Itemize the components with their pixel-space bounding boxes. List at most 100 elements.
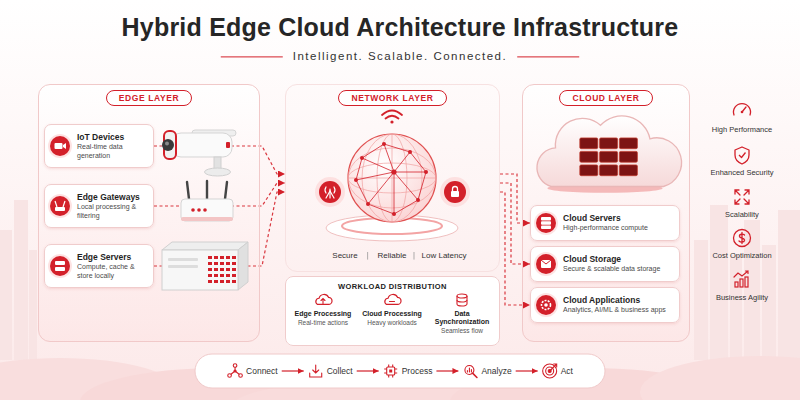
box-fill	[44, 244, 154, 288]
flow-step: Analyze	[458, 360, 515, 382]
camera-icon	[48, 134, 72, 158]
benefit-label: High Performance	[712, 125, 772, 134]
collect-icon	[310, 365, 322, 377]
cloud-illustration	[537, 116, 682, 193]
security-icon	[735, 147, 749, 164]
flow-step: Collect	[304, 360, 357, 382]
apps-icon	[534, 293, 558, 317]
card-title: Cloud Applications	[563, 295, 673, 305]
benefit-label: Cost Optimization	[712, 251, 771, 260]
cloud-component-card: Cloud ServersHigh-performance compute	[530, 205, 680, 241]
edge-layer-panel: EDGE LAYER IoT DevicesReal-time data gene…	[38, 84, 260, 342]
process-icon	[384, 365, 397, 378]
subtitle: Intelligent. Scalable. Connected.	[293, 50, 507, 64]
diagram-title: Hybrid Edge Cloud Architecture Infrastru…	[122, 12, 679, 42]
benefit-label: Enhanced Security	[711, 168, 774, 177]
card-description: Local processing & filtering	[77, 203, 147, 220]
gateway-icon	[48, 194, 72, 218]
workload-heading: WORKLOAD DISTRIBUTION	[286, 282, 499, 291]
connect-icon	[228, 364, 243, 378]
box-fill	[530, 246, 680, 282]
server-illustration	[162, 242, 248, 290]
workload-description: Seamless flow	[431, 327, 493, 334]
step-arrow	[282, 370, 304, 371]
step-label: Process	[402, 366, 433, 376]
edge-component-card: IoT DevicesReal-time data generation	[44, 124, 154, 168]
network-property: Reliable	[378, 251, 407, 261]
cloud-component-card: Cloud StorageSecure & scalable data stor…	[530, 246, 680, 282]
workload-item: Edge ProcessingReal-time actions	[290, 290, 356, 338]
cloud-layer-panel: CLOUD LAYER Cloud ServersHigh-performance…	[522, 84, 690, 342]
network-property: Low Latency	[422, 251, 467, 261]
card-description: Secure & scalable data storage	[563, 265, 673, 273]
step-label: Act	[561, 366, 573, 376]
step-label: Connect	[246, 366, 278, 376]
step-arrow	[436, 370, 458, 371]
panel-heading: NETWORK LAYER	[338, 90, 446, 106]
card-title: Cloud Servers	[563, 213, 673, 223]
step-label: Analyze	[481, 366, 511, 376]
cloud-icon	[385, 294, 401, 304]
workload-description: Heavy workloads	[361, 319, 423, 326]
cloud-component-card: Cloud ApplicationsAnalytics, AI/ML & bus…	[530, 287, 680, 323]
box-fill	[44, 184, 154, 228]
camera-illustration	[162, 130, 236, 176]
box-fill	[38, 84, 260, 342]
step-arrow	[357, 370, 379, 371]
step-label: Collect	[327, 366, 353, 376]
database-icon	[457, 294, 467, 306]
box-fill	[285, 276, 500, 346]
panel-heading: EDGE LAYER	[106, 90, 192, 106]
workload-title: Cloud Processing	[361, 310, 423, 318]
subtitle-rule	[221, 56, 283, 57]
wifi-symbol	[382, 111, 402, 124]
separator	[413, 252, 414, 260]
separator	[367, 252, 368, 260]
workload-title: Edge Processing	[292, 310, 354, 318]
panel-heading: CLOUD LAYER	[559, 90, 652, 106]
cost-icon	[734, 230, 751, 247]
card-title: IoT Devices	[77, 132, 147, 142]
card-title: Edge Servers	[77, 252, 147, 262]
tower-symbol	[315, 177, 345, 207]
data-flow-connector	[500, 192, 530, 305]
workload-description: Real-time actions	[292, 319, 354, 326]
benefit-label: Scalability	[725, 210, 759, 219]
network-globe	[348, 134, 436, 222]
storage-icon	[534, 252, 558, 276]
scalability-icon	[735, 190, 749, 204]
card-title: Cloud Storage	[563, 254, 673, 264]
step-arrow	[516, 370, 538, 371]
box-fill	[530, 287, 680, 323]
subtitle-rule	[517, 56, 579, 57]
card-description: Analytics, AI/ML & business apps	[563, 306, 673, 314]
flow-step: Act	[538, 360, 577, 382]
performance-icon	[734, 104, 751, 115]
workload-item: Cloud ProcessingHeavy workloads	[359, 290, 425, 338]
workload-panel: WORKLOAD DISTRIBUTIONEdge ProcessingReal…	[285, 276, 500, 346]
analyze-icon	[465, 366, 477, 378]
box-fill	[522, 84, 690, 342]
server-icon	[48, 254, 72, 278]
card-description: High-performance compute	[563, 224, 673, 232]
network-layer-panel: NETWORK LAYER	[285, 84, 500, 272]
workload-title: Data Synchronization	[431, 310, 493, 326]
edge-component-card: Edge GatewaysLocal processing & filterin…	[44, 184, 154, 228]
flow-bar	[195, 354, 605, 388]
lock-symbol	[440, 177, 470, 207]
card-description: Compute, cache & store locally	[77, 263, 147, 280]
benefit-label: Business Agility	[716, 293, 768, 302]
box-fill	[530, 205, 680, 241]
agility-icon	[734, 271, 748, 287]
flow-step: Process	[379, 360, 437, 382]
flow-step: Connect	[223, 360, 282, 382]
workload-item: Data SynchronizationSeamless flow	[429, 290, 495, 338]
card-description: Real-time data generation	[77, 143, 147, 160]
network-property: Secure	[332, 251, 357, 261]
edge-component-card: Edge ServersCompute, cache & store local…	[44, 244, 154, 288]
card-title: Edge Gateways	[77, 192, 147, 202]
cloud-upload-icon	[316, 294, 332, 304]
box-fill	[44, 124, 154, 168]
act-icon	[543, 364, 557, 378]
